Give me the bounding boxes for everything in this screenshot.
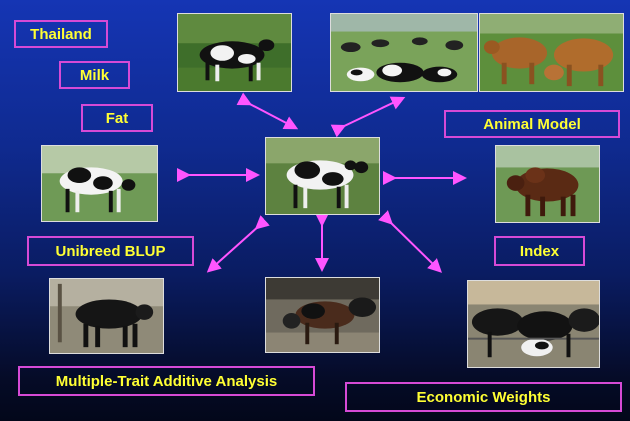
label-unibreed-blup: Unibreed BLUP (27, 236, 194, 266)
arrow-top-left (236, 92, 299, 130)
black-herd-photo-bottom-right (467, 280, 600, 368)
label-economic-weights: Economic Weights (345, 382, 622, 412)
holstein-herd-photo (330, 13, 478, 92)
brown-cattle-photo (479, 13, 624, 92)
arrow-top-right (330, 96, 406, 138)
black-cow-photo-bottom-left (49, 278, 164, 354)
label-multiple-trait-additive-analysis: Multiple-Trait Additive Analysis (18, 366, 315, 396)
holstein-cow-photo-center (265, 137, 380, 215)
holstein-cow-photo-left (41, 145, 158, 222)
barn-cattle-photo-bottom-center (265, 277, 380, 353)
label-milk: Milk (59, 61, 130, 89)
label-index: Index (494, 236, 585, 266)
brown-bull-photo (495, 145, 600, 223)
label-thailand: Thailand (14, 20, 108, 48)
label-animal-model: Animal Model (444, 110, 620, 138)
arrow-bottom-left (206, 215, 270, 273)
label-fat: Fat (81, 104, 153, 132)
holstein-cow-photo-top (177, 13, 292, 92)
arrow-bottom-right (378, 210, 443, 273)
